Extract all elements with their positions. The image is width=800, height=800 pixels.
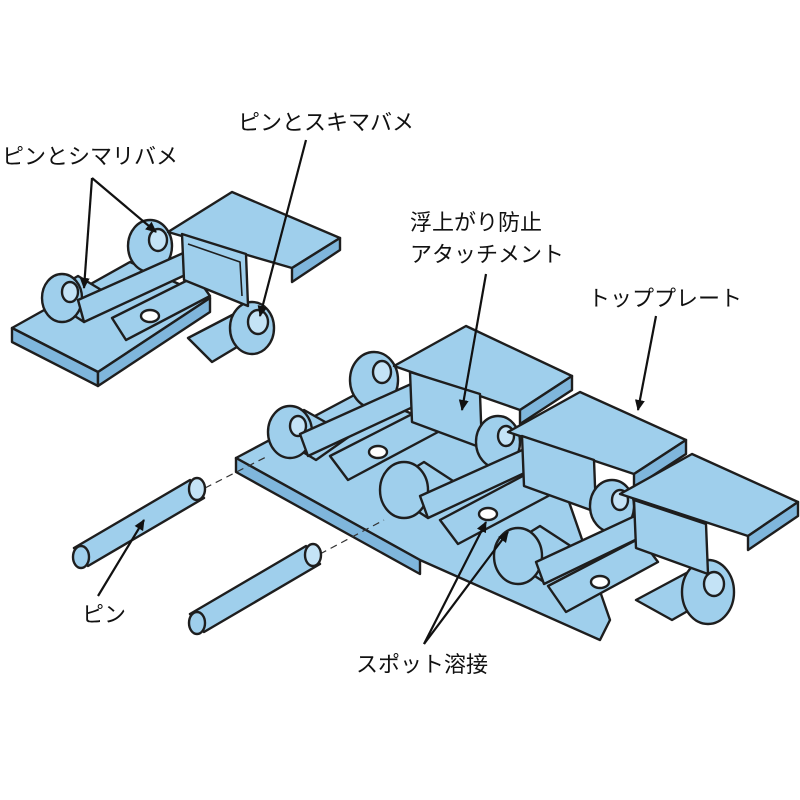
leader-tight-fit-right xyxy=(91,177,157,233)
labels: ピンとシマリバメ ピンとスキマバメ 浮上がり防止 アタッチメント トッププレート… xyxy=(2,111,742,678)
single-link-attachment-fold xyxy=(187,243,243,297)
assembly-link-1 xyxy=(266,324,574,482)
leader-lift-prevention xyxy=(458,273,488,411)
assembly-link-3-front-roller-bore xyxy=(702,570,726,598)
single-link-left-roller-bore xyxy=(60,280,80,304)
single-link-center-web xyxy=(110,274,212,342)
label-pin-clearance-fit: ピンとスキマバメ xyxy=(238,111,414,136)
pin-2 xyxy=(188,544,322,634)
single-link-base-plate-front xyxy=(96,296,212,388)
single-link-right-roller-bore xyxy=(246,308,270,336)
assembly-link-3-left-roller-end xyxy=(492,526,544,586)
chain-assembly xyxy=(234,324,800,642)
leader-pin xyxy=(97,519,145,597)
pin-1-end xyxy=(187,476,207,502)
pin-2-end xyxy=(303,542,323,568)
assembly-link-1-left-roller-bore xyxy=(288,414,308,438)
leader-spot-weld-right xyxy=(423,531,509,645)
leader-clearance-fit xyxy=(257,139,308,317)
assembly-link-1-rear-roller-bore xyxy=(371,359,393,385)
assembly-link-3 xyxy=(492,452,800,626)
assembly-link-3-center-web xyxy=(546,536,660,614)
single-link-hole xyxy=(139,308,161,324)
single-chain-link xyxy=(10,190,342,388)
pin-2-insertion-path xyxy=(319,519,385,555)
assembly-link-2-hole xyxy=(477,506,499,522)
leader-top-plate xyxy=(634,315,658,411)
single-link-rear-roller-bore xyxy=(147,227,169,253)
single-link-top-plate-edge xyxy=(290,236,342,284)
assembly-link-1-top-plate-edge xyxy=(518,374,574,426)
label-lift-prevention-line2: アタッチメント xyxy=(410,243,564,268)
leader-lines xyxy=(79,139,658,645)
assembly-link-3-hole xyxy=(589,574,611,590)
assembly-link-3-attachment xyxy=(632,498,710,576)
pin-1-tail xyxy=(71,544,91,570)
leader-spot-weld-left xyxy=(423,521,487,645)
assembly-base-plate-edge xyxy=(234,456,422,576)
assembly-link-1-hole xyxy=(367,444,389,460)
label-spot-weld: スポット溶接 xyxy=(356,653,488,678)
label-pin-tight-fit: ピンとシマリバメ xyxy=(2,145,178,170)
assembly-link-2-top-plate-edge xyxy=(632,438,688,490)
leader-tight-fit-left xyxy=(79,177,94,289)
pin-2-tail xyxy=(187,610,207,636)
single-link-attachment xyxy=(180,232,250,308)
assembly-link-3-top-plate-edge xyxy=(746,500,800,552)
label-pin: ピン xyxy=(82,603,126,628)
label-lift-prevention-line1: 浮上がり防止 xyxy=(410,211,542,236)
assembly-link-2 xyxy=(378,390,688,546)
pin-1 xyxy=(72,478,206,568)
assembly-link-2-left-roller-end xyxy=(378,460,430,520)
label-top-plate: トッププレート xyxy=(588,287,742,312)
